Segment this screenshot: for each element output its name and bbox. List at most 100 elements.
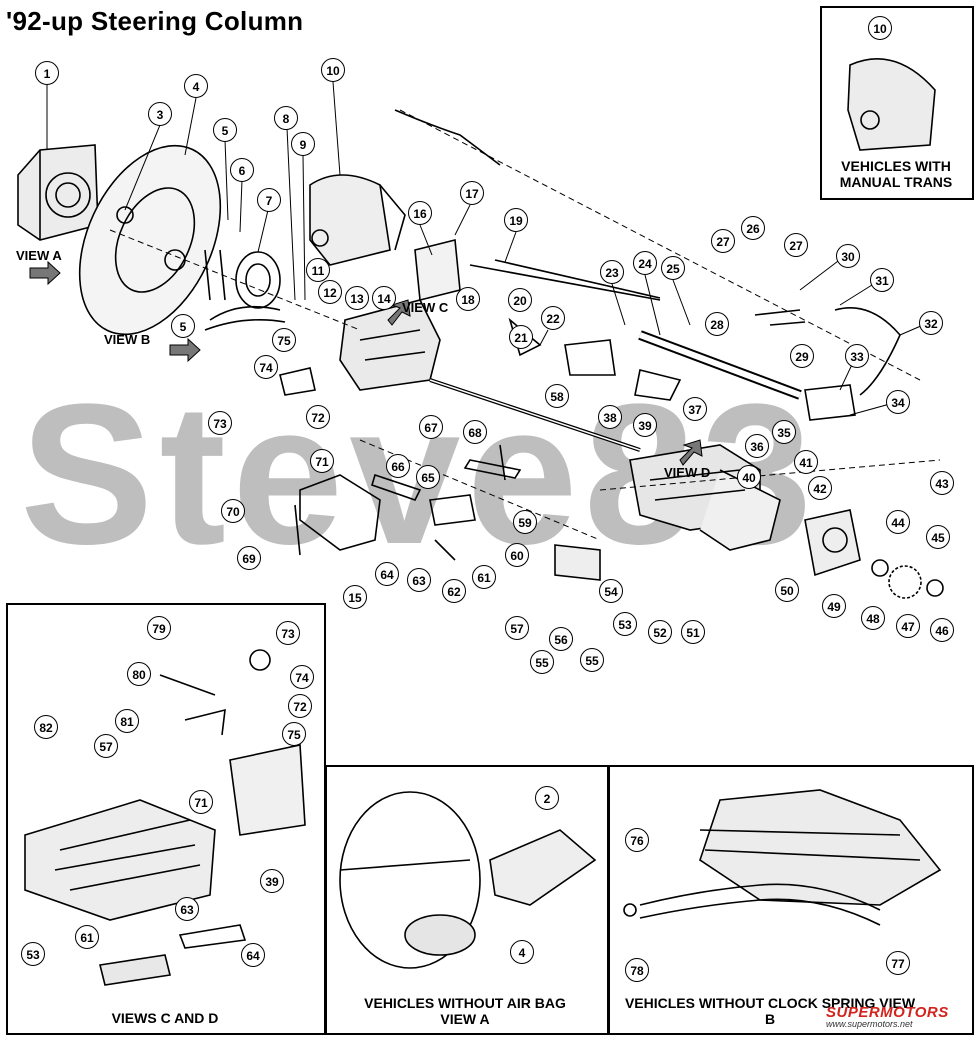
supermotors-logo: SUPERMOTORS www.supermotors.net: [826, 1004, 974, 1034]
callout-63: 63: [175, 897, 199, 921]
callout-18: 18: [456, 287, 480, 311]
callout-4: 4: [184, 74, 208, 98]
callout-9: 9: [291, 132, 315, 156]
callout-67: 67: [419, 415, 443, 439]
callout-38: 38: [598, 405, 622, 429]
flange-gear-drawing: [804, 509, 944, 599]
callout-64: 64: [241, 943, 265, 967]
callout-25: 25: [661, 256, 685, 280]
callout-82: 82: [34, 715, 58, 739]
view-arrows: [29, 260, 703, 466]
callout-23: 23: [600, 260, 624, 284]
callout-47: 47: [896, 614, 920, 638]
views-cd-caption: VIEWS C AND D: [111, 1010, 219, 1026]
callout-35: 35: [772, 420, 796, 444]
callout-14: 14: [372, 286, 396, 310]
callout-7: 7: [257, 188, 281, 212]
callout-51: 51: [681, 620, 705, 644]
callout-5: 5: [171, 314, 195, 338]
callout-13: 13: [345, 286, 369, 310]
callout-74: 74: [290, 665, 314, 689]
callout-46: 46: [930, 618, 954, 642]
view-c-label: VIEW C: [402, 300, 449, 315]
callout-10: 10: [321, 58, 345, 82]
callout-56: 56: [549, 627, 573, 651]
callout-34: 34: [886, 390, 910, 414]
callout-75: 75: [282, 722, 306, 746]
view-a-label: VIEW A: [16, 248, 62, 263]
callout-12: 12: [318, 280, 342, 304]
callout-58: 58: [545, 384, 569, 408]
callout-57: 57: [505, 616, 529, 640]
column-housing-drawing: [629, 444, 781, 551]
callout-2: 2: [535, 786, 559, 810]
callout-27: 27: [784, 233, 808, 257]
callout-74: 74: [254, 355, 278, 379]
upper-shroud-drawing: [309, 174, 406, 266]
callout-29: 29: [790, 344, 814, 368]
lower-shroud-drawing: [294, 474, 381, 556]
callout-71: 71: [310, 449, 334, 473]
no-airbag-caption: VEHICLES WITHOUT AIR BAG VIEW A: [364, 995, 566, 1027]
callout-26: 26: [741, 216, 765, 240]
callout-71: 71: [189, 790, 213, 814]
callout-57: 57: [94, 734, 118, 758]
callout-32: 32: [919, 311, 943, 335]
callout-50: 50: [775, 578, 799, 602]
manual-trans-caption: VEHICLES WITH MANUAL TRANS: [839, 158, 953, 190]
view-d-label: VIEW D: [664, 465, 711, 480]
callout-63: 63: [407, 568, 431, 592]
callout-68: 68: [463, 420, 487, 444]
no-clockspring-drawing: [623, 789, 942, 926]
callout-39: 39: [260, 869, 284, 893]
clock-spring-drawing: [204, 249, 286, 331]
callout-17: 17: [460, 181, 484, 205]
callout-76: 76: [625, 828, 649, 852]
callout-77: 77: [886, 951, 910, 975]
callout-48: 48: [861, 606, 885, 630]
callout-36: 36: [745, 434, 769, 458]
callout-15: 15: [343, 585, 367, 609]
shift-tube-drawing: [638, 330, 802, 400]
callout-73: 73: [276, 621, 300, 645]
views-cd-panel: [6, 603, 326, 1035]
callout-79: 79: [147, 616, 171, 640]
callout-24: 24: [633, 251, 657, 275]
callout-43: 43: [930, 471, 954, 495]
callout-65: 65: [416, 465, 440, 489]
callout-41: 41: [794, 450, 818, 474]
manual-trans-shroud-drawing: [847, 58, 936, 151]
callout-19: 19: [504, 208, 528, 232]
callout-72: 72: [288, 694, 312, 718]
callout-16: 16: [408, 201, 432, 225]
view-b-label: VIEW B: [104, 332, 151, 347]
no-clockspring-panel: [608, 765, 974, 1035]
callout-80: 80: [127, 662, 151, 686]
callout-31: 31: [870, 268, 894, 292]
callout-64: 64: [375, 562, 399, 586]
airbag-module-drawing: [17, 144, 99, 241]
logo-brand-text: SUPERMOTORS: [826, 1004, 949, 1021]
manual-trans-panel: [820, 6, 974, 200]
callout-21: 21: [509, 325, 533, 349]
callout-27: 27: [711, 229, 735, 253]
callout-42: 42: [808, 476, 832, 500]
callout-60: 60: [505, 543, 529, 567]
bracket-wires-drawing: [754, 306, 901, 421]
callout-81: 81: [115, 709, 139, 733]
callout-61: 61: [75, 925, 99, 949]
callout-44: 44: [886, 510, 910, 534]
callout-55: 55: [530, 650, 554, 674]
callout-55: 55: [580, 648, 604, 672]
callout-73: 73: [208, 411, 232, 435]
callout-11: 11: [306, 258, 330, 282]
callout-70: 70: [221, 499, 245, 523]
callout-75: 75: [272, 328, 296, 352]
shift-cable-drawing: [394, 109, 661, 301]
callout-4: 4: [510, 940, 534, 964]
callout-37: 37: [683, 397, 707, 421]
callout-61: 61: [472, 565, 496, 589]
small-parts-drawing: [279, 317, 682, 581]
steering-wheel-drawing: [78, 144, 222, 336]
